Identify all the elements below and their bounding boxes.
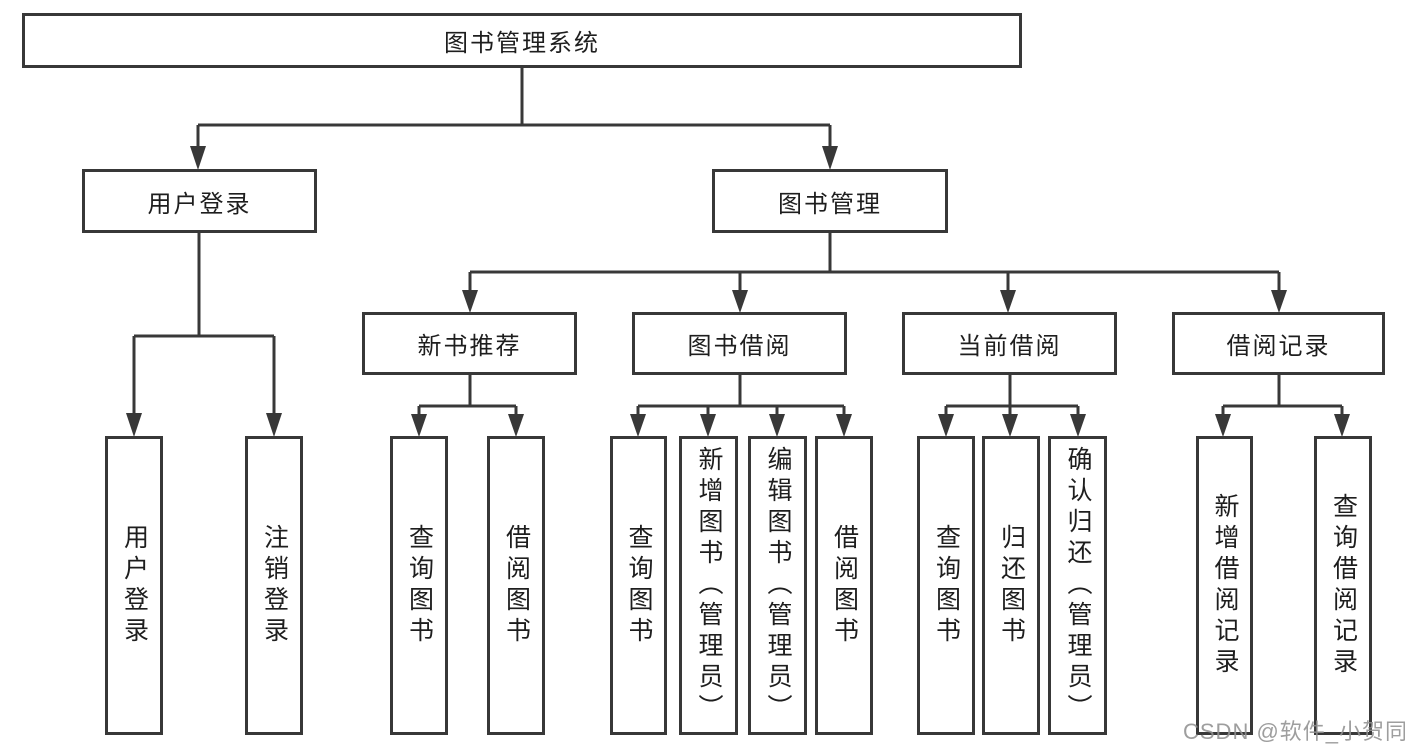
leaf-query-books-current: 查询图书 [917,436,975,735]
node-book-borrow: 图书借阅 [632,312,847,375]
leaf-user-login: 用户登录 [105,436,163,735]
node-borrow-records: 借阅记录 [1172,312,1385,375]
node-label: 注销登录 [260,523,289,648]
node-label: 新增借阅记录 [1211,492,1239,679]
node-label: 图书借阅 [687,333,792,360]
node-label: 确认归还（管理员） [1064,446,1092,725]
leaf-query-books-borrow: 查询图书 [610,436,667,735]
leaf-borrow-books: 借阅图书 [815,436,873,735]
node-label: 用户登录 [147,190,252,218]
node-label: 查询借阅记录 [1329,492,1358,679]
node-label: 当前借阅 [957,333,1062,360]
node-label: 新增图书（管理员） [695,446,723,725]
node-current-borrow: 当前借阅 [902,312,1117,375]
leaf-query-borrow-record: 查询借阅记录 [1314,436,1372,735]
leaf-add-books-admin: 新增图书（管理员） [679,436,738,735]
node-label: 图书管理 [778,190,882,218]
node-user-login-branch: 用户登录 [82,169,317,233]
node-book-management-branch: 图书管理 [712,169,948,233]
leaf-confirm-return-admin: 确认归还（管理员） [1048,436,1107,735]
node-new-book-recommend: 新书推荐 [362,312,577,375]
node-label: 编辑图书（管理员） [764,446,792,725]
leaf-add-borrow-record: 新增借阅记录 [1196,436,1253,735]
leaf-return-books: 归还图书 [982,436,1040,735]
csdn-watermark: CSDN @软件_小贺同学 [1183,719,1405,744]
node-label: 新书推荐 [417,333,522,360]
leaf-logout: 注销登录 [245,436,303,735]
node-label: 借阅图书 [502,523,531,648]
node-library-management-system: 图书管理系统 [22,13,1022,68]
node-label: 图书管理系统 [444,30,600,57]
node-label: 查询图书 [625,523,653,648]
node-label: 查询图书 [405,523,434,648]
node-label: 用户登录 [120,523,149,648]
node-label: 归还图书 [997,523,1026,648]
leaf-edit-books-admin: 编辑图书（管理员） [748,436,807,735]
leaf-borrow-books-recommend: 借阅图书 [487,436,545,735]
node-label: 借阅图书 [830,523,859,648]
node-label: 查询图书 [932,523,961,648]
leaf-query-books-recommend: 查询图书 [390,436,448,735]
node-label: 借阅记录 [1226,333,1331,360]
